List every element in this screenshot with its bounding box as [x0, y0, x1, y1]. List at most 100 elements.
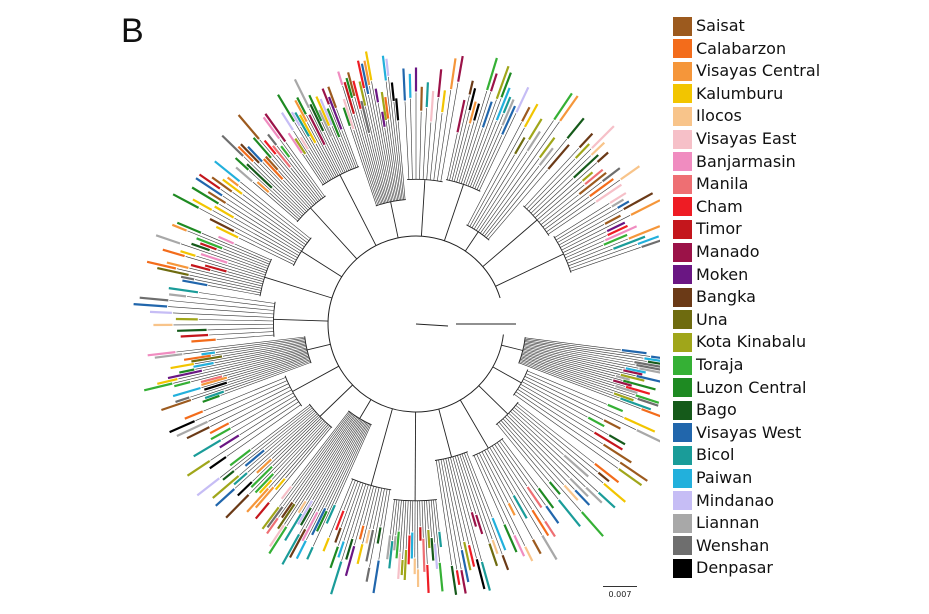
tree-tip-label-mark — [263, 139, 277, 155]
tree-tip-label-mark — [544, 520, 556, 538]
tree-tip-branch — [421, 500, 424, 538]
tree-clade-arc — [523, 205, 550, 236]
tree-tip-label-mark — [365, 529, 375, 562]
tree-tip-branch — [282, 412, 352, 507]
tree-tip-branch — [517, 389, 603, 445]
legend-label: Visayas East — [696, 129, 797, 148]
tree-tip-branch — [273, 424, 329, 487]
tree-tip-branch — [268, 422, 328, 489]
tree-tip-branch — [426, 500, 429, 529]
tree-tip-branch — [293, 130, 327, 183]
tree-tip-branch — [488, 169, 548, 240]
tree-tip-label-mark — [395, 531, 400, 559]
tree-tip-label-mark — [345, 538, 354, 560]
tree-tip-label-mark — [563, 454, 589, 478]
tree-tip-label-mark — [214, 205, 235, 219]
tree-tip-label-mark — [170, 362, 194, 370]
tree-tip-branch — [201, 232, 271, 263]
tree-tip-branch — [247, 411, 317, 473]
tree-tip-label-mark — [240, 143, 260, 164]
tree-tip-label-mark — [172, 386, 201, 398]
tree-tip-label-mark — [620, 165, 641, 181]
tree-tip-label-mark — [183, 354, 211, 361]
tree-tip-label-mark — [637, 397, 659, 407]
tree-tip-label-mark — [229, 449, 252, 467]
tree-tip-label-mark — [390, 82, 395, 102]
tree-clade-arc — [472, 437, 504, 457]
tree-tip-label-mark — [604, 214, 622, 225]
tree-tip-branch — [440, 459, 462, 570]
tree-tip-label-mark — [538, 137, 556, 159]
tree-tip-label-mark — [318, 109, 333, 137]
tree-tip-branch — [240, 181, 311, 239]
legend-swatch — [673, 39, 692, 59]
tree-tip-label-mark — [515, 86, 530, 113]
tree-tip-label-mark — [342, 98, 355, 130]
tree-tip-label-mark — [463, 541, 472, 571]
tree-tip-label-mark — [430, 538, 435, 561]
tree-tip-branch — [276, 154, 317, 204]
tree-branch — [420, 179, 426, 237]
tree-tip-label-mark — [308, 94, 323, 122]
tree-tip-label-mark — [199, 242, 217, 251]
tree-tip-label-mark — [192, 198, 213, 211]
tree-tip-branch — [196, 255, 265, 278]
tree-tip-label-mark — [358, 81, 367, 106]
tree-tip-branch — [269, 192, 300, 220]
tree-tip-branch — [271, 414, 319, 459]
tree-tip-label-mark — [299, 136, 309, 150]
tree-tip-label-mark — [578, 132, 594, 149]
tree-tip-branch — [466, 452, 493, 518]
legend-item: Banjarmasin — [673, 151, 796, 173]
tree-tip-branch — [449, 95, 470, 181]
tree-tip-branch — [199, 208, 297, 261]
tree-tip-label-mark — [372, 560, 380, 594]
tree-tip-label-mark — [244, 449, 265, 467]
tree-tip-branch — [476, 151, 528, 231]
tree-tip-label-mark — [306, 546, 314, 560]
tree-tip-branch — [501, 439, 539, 488]
tree-tip-branch — [208, 383, 289, 422]
tree-tip-branch — [566, 244, 604, 261]
tree-tip-branch — [467, 98, 502, 187]
tree-tip-label-mark — [635, 394, 660, 404]
tree-tip-branch — [473, 140, 529, 230]
legend-swatch — [673, 61, 692, 81]
tree-tip-branch — [369, 85, 393, 202]
tree-tip-branch — [528, 148, 592, 212]
tree-tip-label-mark — [639, 367, 660, 374]
tree-tip-branch — [222, 342, 306, 357]
tree-tip-branch — [343, 483, 364, 541]
tree-tip-branch — [555, 206, 612, 241]
tree-tip-branch — [273, 420, 325, 474]
tree-clade-arc — [407, 178, 443, 183]
tree-tip-label-mark — [139, 296, 169, 302]
tree-tip-branch — [315, 143, 335, 178]
tree-tip-branch — [520, 358, 637, 399]
legend-label: Moken — [696, 264, 749, 284]
tree-tip-label-mark — [190, 263, 211, 272]
tree-tip-branch — [465, 99, 497, 186]
tree-tip-branch — [409, 500, 411, 535]
legend-label: Manila — [696, 174, 749, 194]
tree-tip-label-mark — [180, 250, 196, 257]
tree-tip-branch — [207, 327, 274, 331]
tree-tip-branch — [515, 405, 598, 473]
tree-tip-label-mark — [176, 221, 202, 234]
tree-tip-branch — [178, 348, 307, 380]
tree-tip-label-mark — [169, 420, 196, 434]
tree-tip-branch — [450, 457, 477, 559]
tree-tip-label-mark — [507, 502, 516, 516]
tree-tip-label-mark — [311, 507, 327, 536]
tree-tip-branch — [470, 120, 497, 188]
tree-tip-label-mark — [607, 403, 624, 413]
tree-tip-branch — [317, 421, 366, 512]
tree-tip-branch — [476, 135, 503, 190]
tree-tip-branch — [522, 352, 623, 381]
tree-tip-label-mark — [256, 458, 273, 474]
tree-tip-branch — [210, 386, 291, 427]
legend-swatch — [673, 242, 692, 262]
tree-tip-label-mark — [297, 500, 314, 525]
legend-label: Paiwan — [696, 468, 753, 487]
tree-tip-branch — [202, 347, 307, 371]
